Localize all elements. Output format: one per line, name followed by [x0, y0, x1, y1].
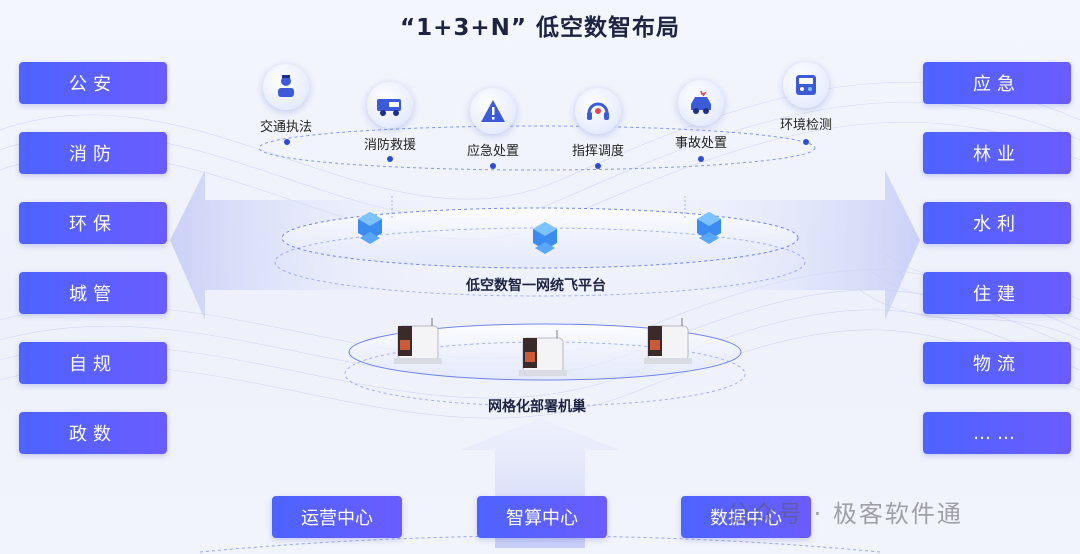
service-emergency-response[interactable]: 应急处置: [448, 88, 538, 159]
platform-disc-bottom: [274, 227, 806, 297]
operation-center-button[interactable]: 运营中心: [272, 496, 402, 538]
service-dots: [284, 139, 809, 169]
service-label: 交通执法: [259, 120, 312, 135]
service-label: 环境检测: [779, 118, 832, 133]
watermark-text: 公众号 · 极客软件通: [726, 500, 963, 528]
service-traffic-enforcement[interactable]: 交通执法: [241, 64, 331, 135]
service-environment-monitoring[interactable]: 环境检测: [761, 62, 851, 133]
traffic-police-icon: [263, 64, 309, 110]
service-accident-handling[interactable]: 事故处置: [656, 80, 746, 151]
cube-icon: [358, 196, 393, 244]
service-fire-rescue[interactable]: 消防救援: [345, 82, 435, 153]
data-center-button[interactable]: 数据中心: [681, 496, 811, 538]
drone-nest-icon: [394, 318, 442, 364]
left-item-police[interactable]: 公安: [19, 62, 167, 104]
page-title: “1+3+N” 低空数智布局: [399, 15, 681, 41]
service-label: 指挥调度: [571, 144, 624, 159]
car-accident-icon: [678, 80, 724, 126]
right-item-forestry[interactable]: 林业: [923, 132, 1071, 174]
cube-icon: [533, 222, 557, 254]
service-command-dispatch[interactable]: 指挥调度: [553, 88, 643, 159]
environment-monitor-icon: [783, 62, 829, 108]
platform-label: 低空数智一网统飞平台: [466, 278, 606, 294]
right-item-housing[interactable]: 住建: [923, 272, 1071, 314]
service-arc-ellipse: [258, 125, 816, 171]
left-item-environment[interactable]: 环保: [19, 202, 167, 244]
right-item-water[interactable]: 水利: [923, 202, 1071, 244]
left-item-natural-resources[interactable]: 自规: [19, 342, 167, 384]
drone-nest-icon: [519, 330, 567, 376]
warning-icon: [470, 88, 516, 134]
left-item-government-data[interactable]: 政数: [19, 412, 167, 454]
dispatch-headset-icon: [575, 88, 621, 134]
grid-nest-label: 网格化部署机巢: [488, 399, 586, 415]
fire-truck-icon: [367, 82, 413, 128]
left-item-urban-management[interactable]: 城管: [19, 272, 167, 314]
right-item-emergency[interactable]: 应急: [923, 62, 1071, 104]
service-label: 消防救援: [363, 138, 416, 153]
service-label: 应急处置: [466, 144, 519, 159]
right-item-more[interactable]: ……: [923, 412, 1071, 454]
left-item-fire[interactable]: 消防: [19, 132, 167, 174]
computing-center-button[interactable]: 智算中心: [477, 496, 607, 538]
service-label: 事故处置: [674, 136, 727, 151]
drone-nest-icon: [644, 318, 692, 364]
right-item-logistics[interactable]: 物流: [923, 342, 1071, 384]
cube-icon: [684, 196, 721, 244]
